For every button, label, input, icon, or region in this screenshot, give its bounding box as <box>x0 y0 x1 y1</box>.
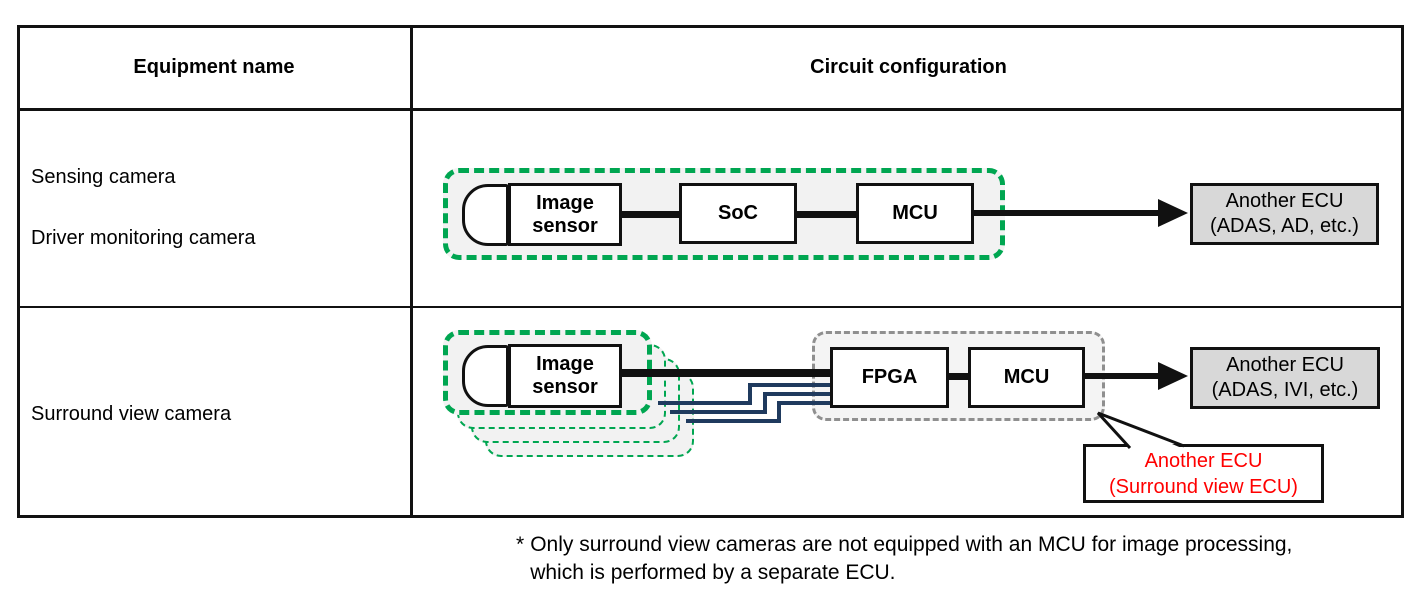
wire-stack1-segment <box>658 401 752 405</box>
equipment-sensing-camera: Sensing camera <box>31 166 176 188</box>
arrow-shaft-row2 <box>1085 373 1160 379</box>
footnote-asterisk: * <box>516 533 525 556</box>
arrow-shaft-row1 <box>974 210 1160 216</box>
wire-stack3-to-fpga <box>777 401 832 405</box>
image-sensor-box-row1: Image sensor <box>508 183 622 246</box>
footnote-line1: Only surround view cameras are not equip… <box>530 533 1293 556</box>
callout-sublabel: (Surround view ECU) <box>1109 475 1298 498</box>
another-ecu-box-row1: Another ECU (ADAS, AD, etc.) <box>1190 183 1379 245</box>
ecu-sublabel-row2: (ADAS, IVI, etc.) <box>1211 379 1359 401</box>
column-header-equipment-name: Equipment name <box>133 56 295 78</box>
camera-lens-icon <box>462 345 509 407</box>
connector-soc-mcu <box>797 211 856 218</box>
arrow-head-row1 <box>1158 199 1188 227</box>
wire-stack3-segment <box>686 419 781 423</box>
connector-sensor-soc <box>622 211 679 218</box>
equipment-driver-monitoring-camera: Driver monitoring camera <box>31 227 256 249</box>
soc-box: SoC <box>679 183 797 244</box>
wire-stack1-to-fpga <box>748 383 832 387</box>
image-sensor-box-row2: Image sensor <box>508 344 622 408</box>
column-header-circuit-configuration: Circuit configuration <box>810 56 1007 78</box>
wire-stack3-riser <box>777 401 781 423</box>
ecu-label-row2: Another ECU <box>1226 354 1344 376</box>
mcu-box-row2: MCU <box>968 347 1085 408</box>
connector-fpga-mcu <box>949 373 968 380</box>
footnote-line2: which is performed by a separate ECU. <box>530 560 896 584</box>
camera-lens-icon <box>462 184 509 246</box>
callout-label: Another ECU <box>1144 449 1263 472</box>
wire-stack2-riser <box>763 392 767 414</box>
another-ecu-box-row2: Another ECU (ADAS, IVI, etc.) <box>1190 347 1380 409</box>
wire-stack1-riser <box>748 383 752 405</box>
ecu-label-row1: Another ECU <box>1225 190 1344 212</box>
connector-sensor-fpga <box>622 369 832 377</box>
mcu-box-row1: MCU <box>856 183 974 244</box>
table-header-divider <box>17 108 1404 111</box>
surround-view-ecu-callout: Another ECU (Surround view ECU) <box>1083 444 1324 503</box>
ecu-sublabel-row1: (ADAS, AD, etc.) <box>1210 215 1359 237</box>
table-column-divider <box>410 25 413 518</box>
wire-stack2-segment <box>670 410 767 414</box>
wire-stack2-to-fpga <box>763 392 832 396</box>
footnote: * Only surround view cameras are not equ… <box>516 531 1292 586</box>
arrow-head-row2 <box>1158 362 1188 390</box>
equipment-surround-view-camera: Surround view camera <box>31 403 232 425</box>
table-row-divider <box>17 306 1404 308</box>
fpga-box: FPGA <box>830 347 949 408</box>
